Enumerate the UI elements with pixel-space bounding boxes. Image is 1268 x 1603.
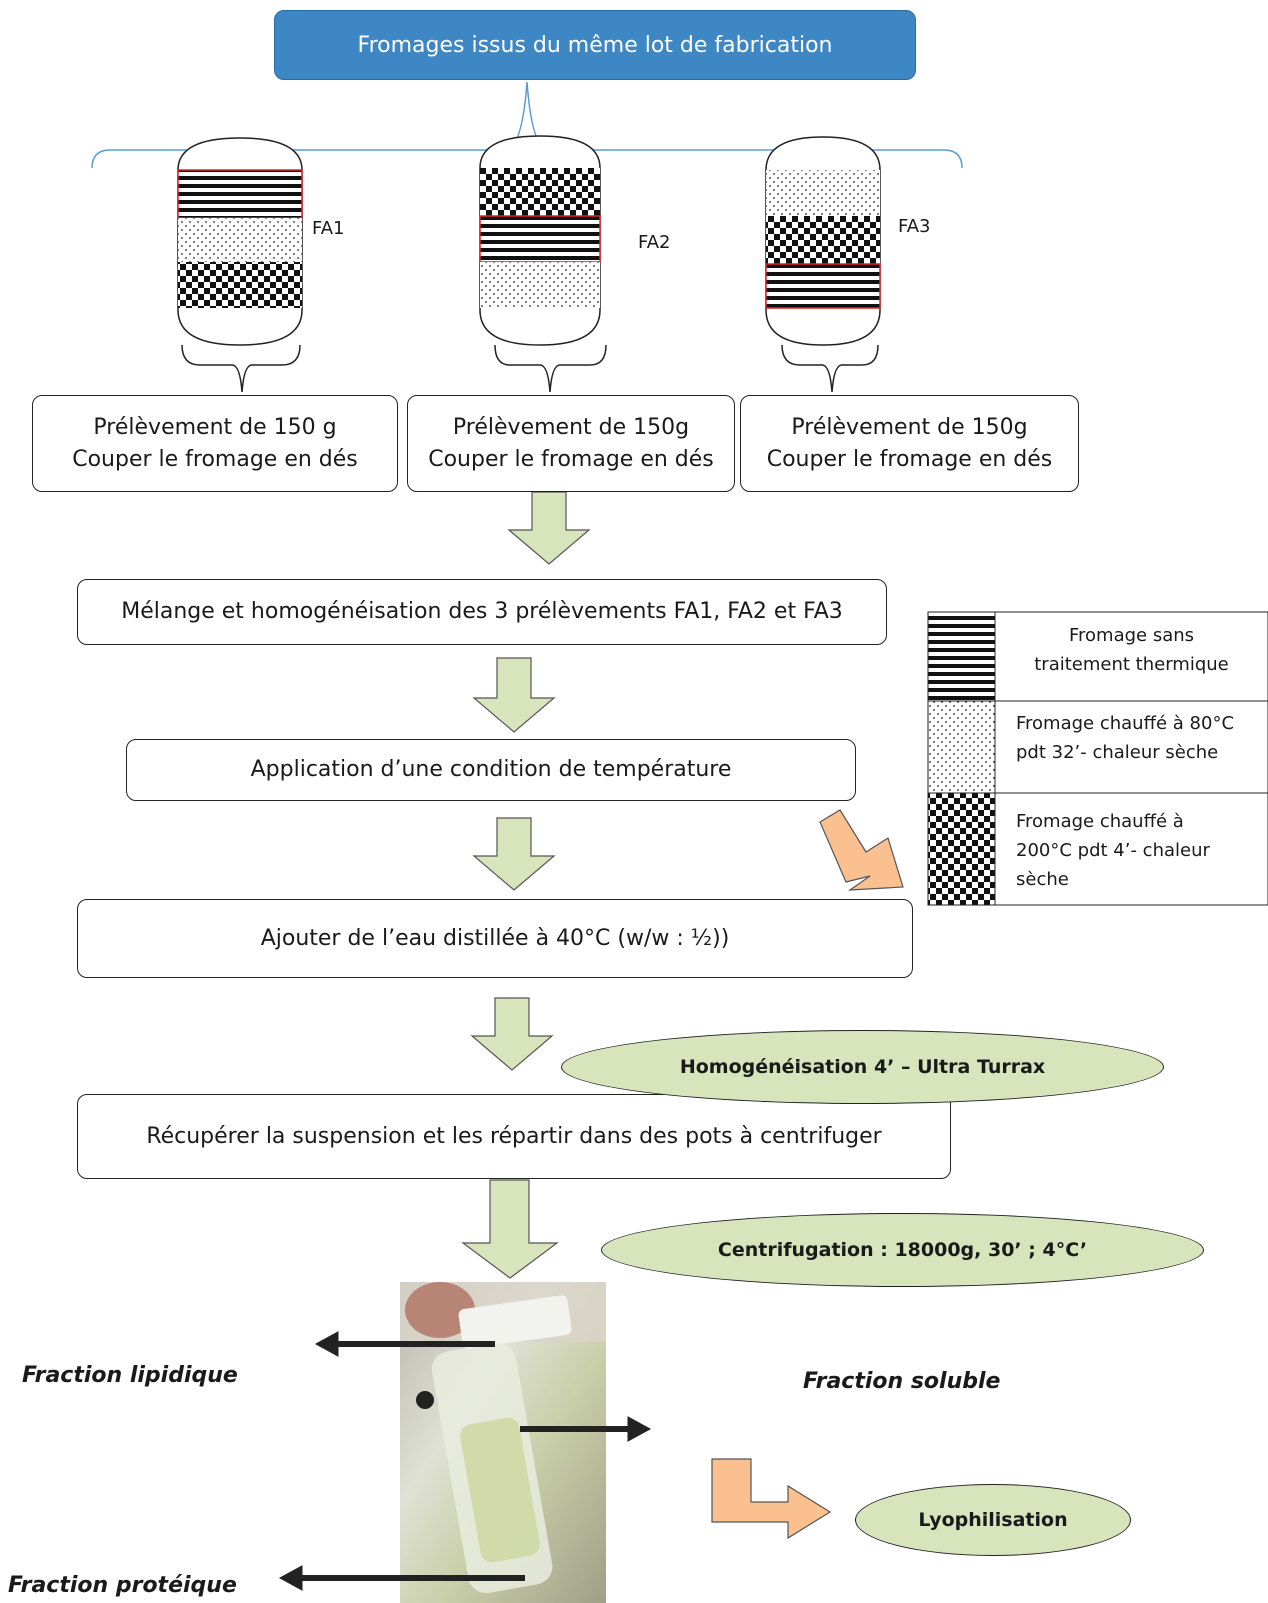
orange-arrow-legend: [819, 809, 904, 891]
cheese-fa3: [765, 136, 881, 393]
legend-dots-text: Fromage chauffé à 80°C pdt 32’- chaleur …: [1016, 710, 1266, 768]
centrifugation-text: Centrifugation : 18000g, 30’ ; 4°C’: [717, 1239, 1088, 1261]
sample-fa2-line2: Couper le fromage en dés: [428, 446, 714, 472]
sample-box-fa2: Prélèvement de 150g Couper le fromage en…: [407, 395, 735, 492]
top-brace: [91, 81, 963, 169]
sample-fa2-line1: Prélèvement de 150g: [452, 414, 690, 440]
legend-checker-line2: 200°C pdt 4’- chaleur: [1016, 839, 1210, 861]
sample-fa3-line2: Couper le fromage en dés: [766, 446, 1053, 472]
step-mix-box: Mélange et homogénéisation des 3 prélève…: [77, 579, 887, 645]
legend-stripes-line1: Fromage sans: [1068, 625, 1195, 646]
lyophilisation-text: Lyophilisation: [918, 1509, 1068, 1531]
arrow-down-5: [461, 1179, 559, 1279]
legend-dots-line2: pdt 32’- chaleur sèche: [1016, 741, 1219, 763]
fa2-label: FA2: [638, 232, 671, 253]
centrifugation-ellipse: Centrifugation : 18000g, 30’ ; 4°C’: [601, 1213, 1204, 1287]
centrifuge-photo: [400, 1282, 606, 1603]
sample-box-fa3: Prélèvement de 150g Couper le fromage en…: [740, 395, 1079, 492]
legend-checker-line3: sèche: [1016, 868, 1069, 890]
sample-fa1-line2: Couper le fromage en dés: [72, 446, 358, 472]
step-temp-text: Application d’une condition de températu…: [250, 757, 732, 783]
sample-fa3-line1: Prélèvement de 150g: [791, 414, 1028, 440]
homogenisation-text: Homogénéisation 4’ – Ultra Turrax: [679, 1056, 1046, 1078]
step-water-text: Ajouter de l’eau distillée à 40°C (w/w :…: [260, 925, 730, 951]
legend-stripes-line2: traitement thermique: [1034, 653, 1229, 675]
legend-checker-text: Fromage chauffé à 200°C pdt 4’- chaleur …: [1016, 808, 1266, 894]
step-mix-text: Mélange et homogénéisation des 3 prélève…: [121, 599, 843, 625]
top-title-box: Fromages issus du même lot de fabricatio…: [274, 10, 916, 80]
step-recover-box: Récupérer la suspension et les répartir …: [77, 1094, 951, 1179]
step-recover-text: Récupérer la suspension et les répartir …: [146, 1123, 882, 1149]
step-water-box: Ajouter de l’eau distillée à 40°C (w/w :…: [77, 899, 913, 978]
lyophilisation-ellipse: Lyophilisation: [855, 1484, 1131, 1556]
arrow-down-3: [472, 817, 556, 891]
fraction-soluble-label: Fraction soluble: [803, 1369, 1001, 1394]
fraction-arrows: [278, 1331, 652, 1591]
fraction-lipid-label: Fraction lipidique: [22, 1363, 238, 1388]
legend-box: [927, 611, 1268, 906]
cheese-fa2: [479, 135, 607, 393]
cheese-fa1: [177, 137, 303, 393]
arrow-down-4: [470, 997, 554, 1071]
legend-stripes-text: Fromage sans traitement thermique: [995, 622, 1268, 680]
arrow-down-2: [472, 657, 556, 733]
sample-fa1-line1: Prélèvement de 150 g: [93, 414, 337, 440]
fa3-label: FA3: [898, 216, 931, 237]
homogenisation-ellipse: Homogénéisation 4’ – Ultra Turrax: [561, 1030, 1164, 1104]
sample-box-fa1: Prélèvement de 150 g Couper le fromage e…: [32, 395, 398, 492]
legend-dots-line1: Fromage chauffé à 80°C: [1016, 713, 1235, 734]
top-title: Fromages issus du même lot de fabricatio…: [357, 32, 833, 58]
arrow-down-1: [507, 491, 591, 565]
fa1-label: FA1: [312, 218, 345, 239]
fraction-protein-label: Fraction protéique: [8, 1573, 237, 1598]
orange-arrow-lyo: [711, 1458, 832, 1540]
legend-checker-line1: Fromage chauffé à: [1016, 811, 1184, 832]
step-temp-box: Application d’une condition de températu…: [126, 739, 856, 801]
